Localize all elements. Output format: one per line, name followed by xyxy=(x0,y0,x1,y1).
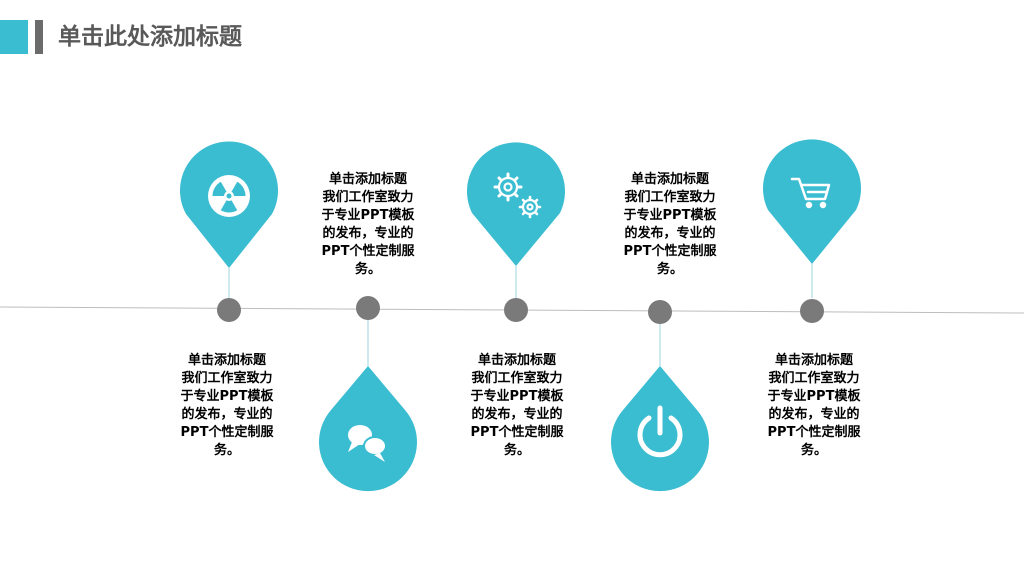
timeline-item-1[interactable] xyxy=(180,141,278,322)
timeline-item-2[interactable] xyxy=(318,296,417,492)
text-heading: 单击添加标题 xyxy=(477,353,556,368)
text-line: 的发布，专业的 xyxy=(768,407,860,422)
text-line: 于专业PPT模板 xyxy=(180,389,274,404)
radiation-icon xyxy=(208,175,250,217)
text-line: 务。 xyxy=(213,443,240,458)
text-line: 的发布，专业的 xyxy=(181,407,273,422)
timeline-item-4[interactable] xyxy=(610,300,709,492)
timeline-item-3[interactable] xyxy=(467,142,565,322)
text-line: 的发布，专业的 xyxy=(471,407,563,422)
text-line: PPT个性定制服 xyxy=(470,425,564,440)
text-line: 我们工作室致力 xyxy=(768,371,860,386)
text-line: PPT个性定制服 xyxy=(180,425,274,440)
text-line: 务。 xyxy=(503,443,530,458)
text-heading: 单击添加标题 xyxy=(630,172,709,187)
timeline-text-2[interactable]: 单击添加标题 我们工作室致力 于专业PPT模板 的发布，专业的 PPT个性定制服… xyxy=(308,171,428,279)
pin-marker xyxy=(467,142,565,266)
text-line: 于专业PPT模板 xyxy=(321,208,415,223)
text-line: 我们工作室致力 xyxy=(322,190,414,205)
timeline-text-3[interactable]: 单击添加标题 我们工作室致力 于专业PPT模板 的发布，专业的 PPT个性定制服… xyxy=(457,352,577,460)
text-heading: 单击添加标题 xyxy=(187,353,266,368)
title-accent-square xyxy=(0,20,28,54)
text-line: 于专业PPT模板 xyxy=(767,389,861,404)
text-line: PPT个性定制服 xyxy=(623,244,717,259)
text-line: 的发布，专业的 xyxy=(322,226,414,241)
text-line: 于专业PPT模板 xyxy=(470,389,564,404)
timeline-dot xyxy=(800,299,824,323)
text-line: 务。 xyxy=(354,262,381,277)
pin-marker xyxy=(762,139,861,264)
text-line: 务。 xyxy=(800,443,827,458)
timeline-text-5[interactable]: 单击添加标题 我们工作室致力 于专业PPT模板 的发布，专业的 PPT个性定制服… xyxy=(754,352,874,460)
page-title[interactable]: 单击此处添加标题 xyxy=(58,24,242,50)
title-accent-bar xyxy=(35,20,43,54)
text-heading: 单击添加标题 xyxy=(328,172,407,187)
text-line: 我们工作室致力 xyxy=(181,371,273,386)
shopping-cart-icon xyxy=(790,177,831,209)
text-heading: 单击添加标题 xyxy=(774,353,853,368)
gears-icon xyxy=(493,172,542,219)
timeline-dot xyxy=(217,298,241,322)
timeline-dot xyxy=(356,296,380,320)
text-line: 我们工作室致力 xyxy=(471,371,563,386)
timeline-item-5[interactable] xyxy=(762,139,861,323)
text-line: PPT个性定制服 xyxy=(321,244,415,259)
text-line: PPT个性定制服 xyxy=(767,425,861,440)
timeline-dot xyxy=(648,300,672,324)
timeline-dot xyxy=(504,298,528,322)
power-icon xyxy=(637,405,683,458)
chat-bubbles-icon xyxy=(348,425,387,462)
text-line: 的发布，专业的 xyxy=(624,226,716,241)
text-line: 我们工作室致力 xyxy=(624,190,716,205)
timeline-text-4[interactable]: 单击添加标题 我们工作室致力 于专业PPT模板 的发布，专业的 PPT个性定制服… xyxy=(610,171,730,279)
timeline-text-1[interactable]: 单击添加标题 我们工作室致力 于专业PPT模板 的发布，专业的 PPT个性定制服… xyxy=(167,352,287,460)
text-line: 务。 xyxy=(656,262,683,277)
text-line: 于专业PPT模板 xyxy=(623,208,717,223)
